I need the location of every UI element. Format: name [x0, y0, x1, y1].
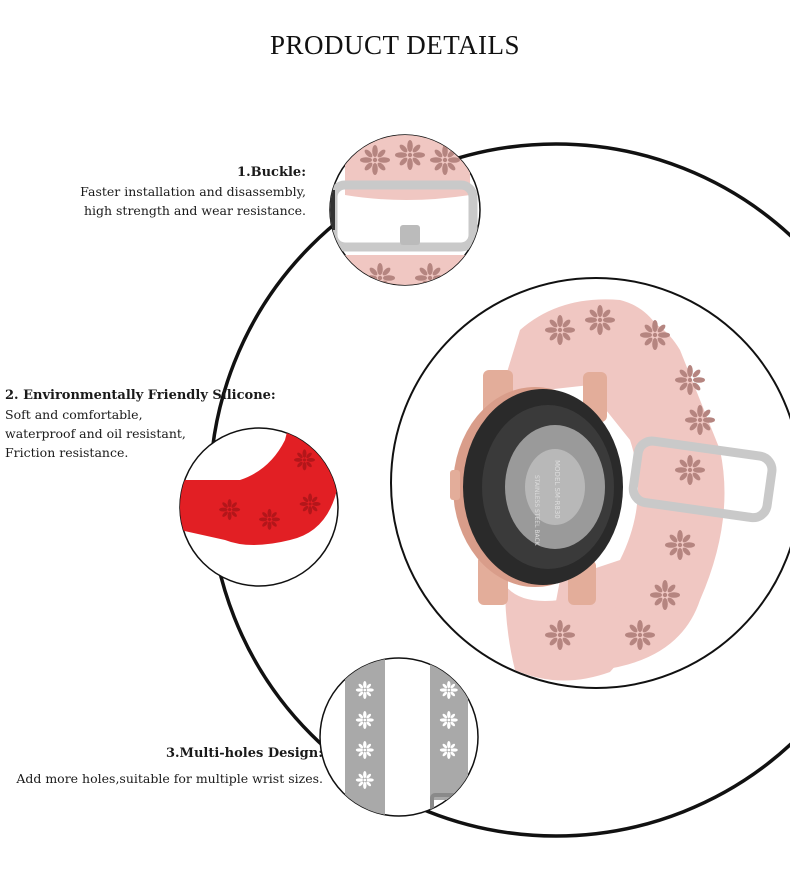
feature-silicone: 2. Environmentally Friendly Silicone: So… [5, 386, 276, 462]
feature-heading: 2. Environmentally Friendly Silicone: [5, 388, 276, 403]
feature-line: Soft and comfortable, [5, 407, 143, 422]
buckle-detail-circle [329, 134, 481, 286]
feature-heading: 3.Multi-holes Design: [165, 746, 323, 761]
main-buckle [628, 436, 777, 523]
feature-line: waterproof and oil resistant, [5, 426, 186, 441]
feature-line: high strength and wear resistance. [83, 203, 306, 218]
feature-line: Faster installation and disassembly, [80, 184, 306, 199]
feature-multi-holes: 3.Multi-holes Design: Add more holes,sui… [16, 744, 323, 788]
feature-line: Friction resistance. [5, 445, 129, 460]
main-watch-circle: MODEL SM-R830 STAINLESS STEEL BACK [390, 277, 790, 689]
engraving-line1: MODEL SM-R830 [553, 460, 561, 519]
feature-line: Add more holes,suitable for multiple wri… [16, 771, 323, 786]
feature-buckle: 1.Buckle: Faster installation and disass… [80, 163, 306, 220]
page-title: PRODUCT DETAILS [269, 30, 521, 60]
bottom-band [505, 585, 625, 681]
engraving-line2: STAINLESS STEEL BACK [533, 475, 540, 547]
silicone-detail-circle [179, 427, 339, 587]
feature-heading: 1.Buckle: [237, 165, 306, 180]
multi-holes-detail-circle [319, 657, 479, 817]
